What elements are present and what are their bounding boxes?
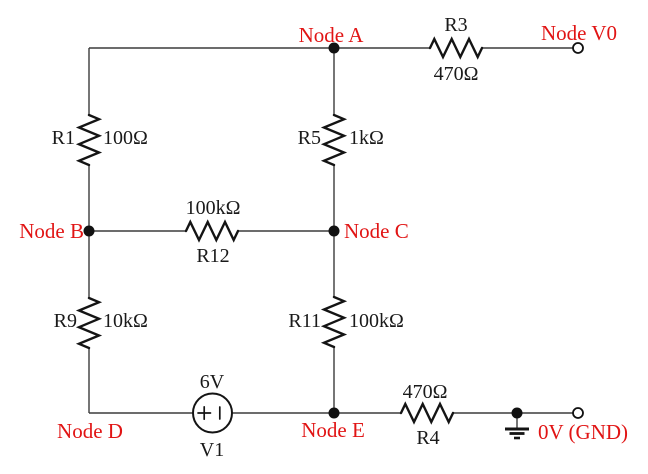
voltage-source-plus-icon	[197, 405, 212, 421]
ground-icon	[505, 427, 529, 440]
resistor-r11-symbol	[320, 295, 348, 349]
ground-junction-dot	[511, 407, 523, 419]
resistor-r4-ref: R4	[416, 427, 439, 449]
resistor-r5-ref: R5	[298, 127, 321, 149]
resistor-r11: R11 100kΩ	[288, 295, 404, 349]
voltage-source-circle	[192, 392, 233, 434]
resistor-r4-symbol	[399, 401, 455, 425]
node-d-label: Node D	[57, 419, 123, 443]
resistor-r3-symbol	[428, 36, 484, 60]
terminal-v0	[572, 42, 584, 54]
resistor-r9-symbol	[75, 296, 103, 350]
terminal-gnd	[572, 407, 584, 419]
resistor-r4: 470Ω R4	[399, 381, 455, 449]
resistor-r11-value: 100kΩ	[349, 310, 404, 332]
resistor-r5-symbol	[320, 113, 348, 167]
resistor-r1-ref: R1	[52, 127, 75, 149]
resistor-r12: 100kΩ R12	[184, 197, 241, 267]
resistor-r12-value: 100kΩ	[186, 197, 241, 219]
resistor-r9: R9 10kΩ	[54, 296, 148, 350]
wire-segments	[88, 47, 573, 428]
resistor-r11-ref: R11	[288, 310, 321, 332]
node-e-dot	[328, 407, 340, 419]
node-e-label: Node E	[301, 418, 365, 442]
voltage-source-v1: 6V V1	[192, 371, 233, 461]
resistor-r12-symbol	[184, 219, 240, 243]
resistor-r9-ref: R9	[54, 310, 77, 332]
node-v0-label: Node V0	[541, 21, 617, 45]
resistor-r4-value: 470Ω	[403, 381, 448, 403]
resistor-r5: R5 1kΩ	[298, 113, 384, 167]
node-b-label: Node B	[19, 219, 84, 243]
resistor-r12-ref: R12	[196, 245, 229, 267]
node-a-label: Node A	[299, 23, 365, 47]
voltage-source-ref: V1	[200, 439, 224, 461]
node-c-dot	[328, 225, 340, 237]
resistor-r3-value: 470Ω	[434, 63, 479, 85]
resistor-r3: R3 470Ω	[428, 14, 484, 85]
node-a-dot	[328, 42, 340, 54]
resistor-r9-value: 10kΩ	[103, 310, 148, 332]
resistor-r1: R1 100Ω	[52, 113, 148, 167]
resistor-r1-value: 100Ω	[103, 127, 148, 149]
node-c-label: Node C	[344, 219, 409, 243]
node-gnd-label: 0V (GND)	[538, 420, 628, 444]
resistor-r1-symbol	[75, 113, 103, 167]
resistor-r5-value: 1kΩ	[349, 127, 384, 149]
voltage-source-value: 6V	[200, 371, 225, 393]
node-b-dot	[83, 225, 95, 237]
resistor-r3-ref: R3	[444, 14, 467, 36]
